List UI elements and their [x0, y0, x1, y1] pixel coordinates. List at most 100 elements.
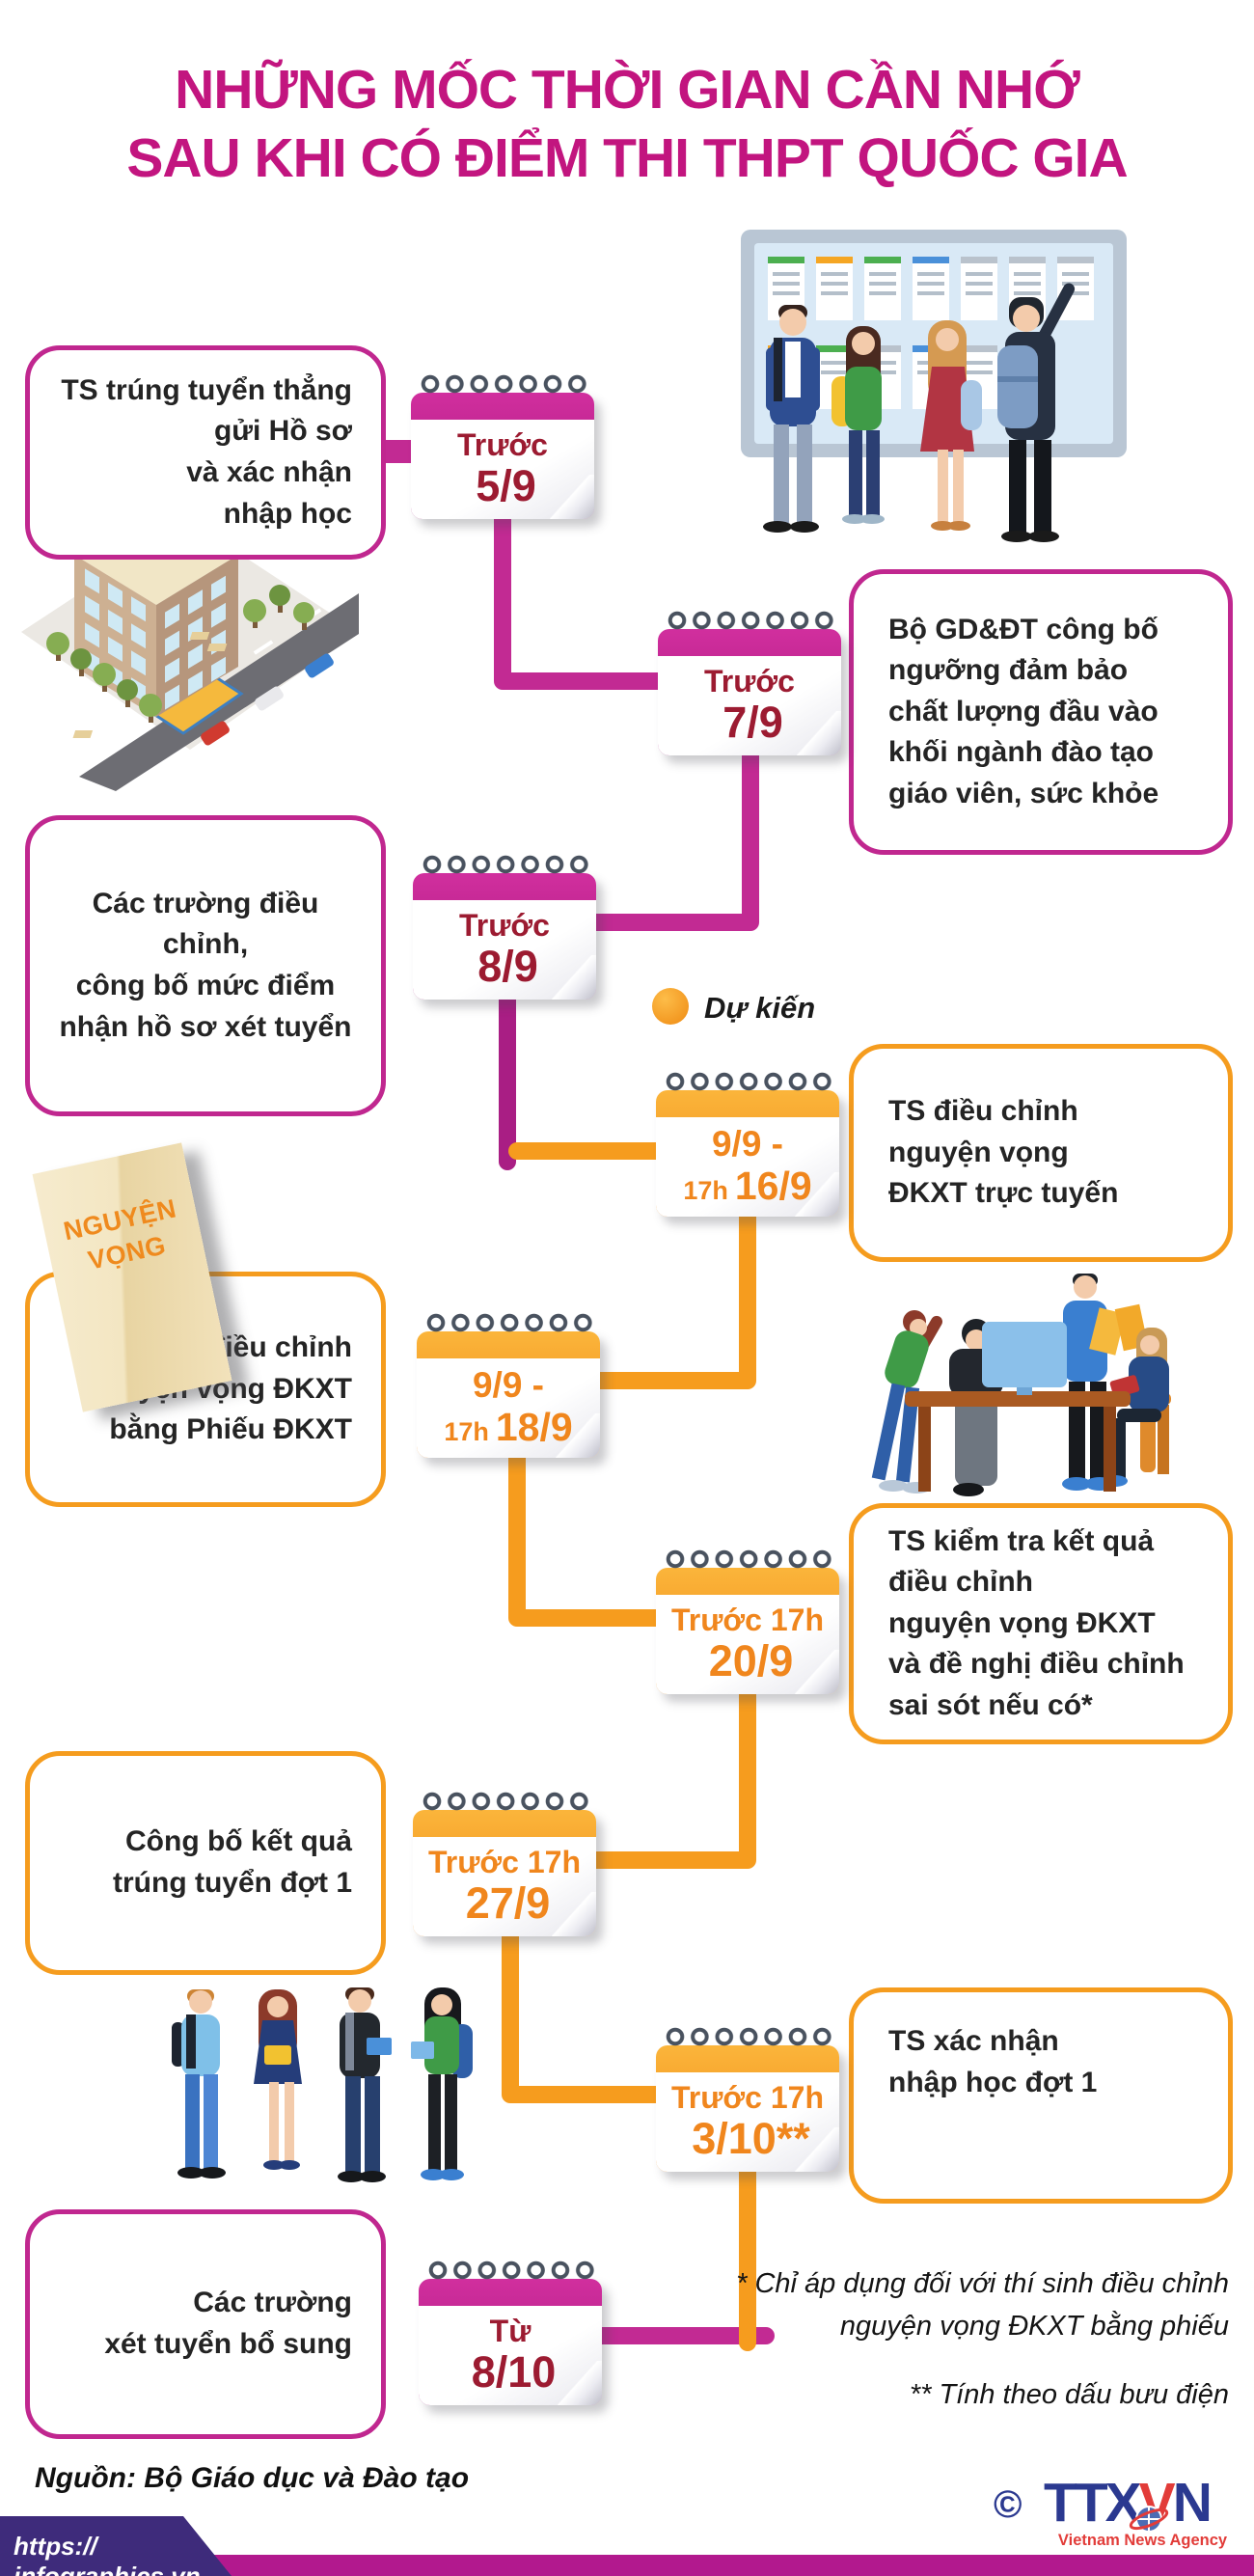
calendar-page	[656, 1117, 839, 1217]
desc-line: khối ngành đào tạo	[888, 736, 1154, 769]
desc-line: Các trường	[193, 2287, 352, 2319]
footnotes: * Chỉ áp dụng đối với thí sinh điều chỉn…	[602, 2263, 1229, 2417]
students-table-illustration	[871, 1274, 1171, 1496]
calendar-prefix: Từ	[489, 2313, 532, 2348]
desc-line: công bố mức điểm	[75, 970, 336, 1001]
connector-cal2-cal3	[576, 730, 759, 931]
calendar-27-9: Trước 17h 27/9	[413, 1791, 596, 1936]
globe-icon	[1129, 2506, 1169, 2533]
desc-line: ĐKXT trực tuyến	[888, 1177, 1119, 1210]
desc-line: TS trúng tuyển thẳng	[61, 373, 352, 406]
footnote-1-line1: * Chỉ áp dụng đối với thí sinh điều chỉn…	[736, 2268, 1229, 2299]
desc-line: TS điều chỉnh	[888, 1095, 1078, 1128]
spiral-rings-icon	[664, 1548, 835, 1572]
spiral-rings-icon	[426, 2260, 598, 2283]
desc-line: và đề nghị điều chỉnh	[888, 1648, 1185, 1681]
calendar-8-9: Trước 8/9	[413, 854, 596, 1000]
desc-line: Công bố kết quả	[125, 1825, 352, 1858]
calendar-page	[656, 1595, 839, 1694]
milestone-box-3-10: TS xác nhận nhập học đợt 1	[849, 1987, 1233, 2204]
desc-line: TS kiểm tra kết quả	[888, 1524, 1155, 1557]
milestone-box-27-9: Công bố kết quả trúng tuyển đợt 1	[25, 1751, 386, 1975]
calendar-prefix: 9/9 -	[472, 1365, 545, 1406]
page-title-line2: SAU KHI CÓ ĐIỂM THI THPT QUỐC GIA	[126, 127, 1128, 190]
calendar-prefix: Trước	[704, 663, 795, 699]
calendar-page	[419, 2306, 602, 2405]
spiral-rings-icon	[424, 1312, 596, 1335]
connector-cal5-cal6	[508, 1432, 684, 1627]
milestone-box-8-9: Các trường điều chỉnh, công bố mức điểm …	[25, 815, 386, 1116]
spiral-rings-icon	[421, 854, 592, 877]
desc-line: Các trường điều chỉnh,	[92, 887, 319, 961]
calendar-date: 8/9	[477, 942, 538, 992]
calendar-date: 27/9	[465, 1878, 551, 1929]
desc-line: giáo viên, sức khỏe	[888, 777, 1159, 809]
calendar-date: 7/9	[722, 698, 783, 748]
desc-line: chất lượng đầu vào	[888, 695, 1159, 727]
connector-cal4-cal5	[578, 1191, 756, 1389]
milestone-box-8-10: Các trường xét tuyển bổ sung	[25, 2209, 386, 2439]
spiral-rings-icon	[666, 610, 837, 633]
spiral-rings-icon	[419, 373, 590, 397]
connector-cal1-cal2	[494, 489, 684, 690]
footer-bar	[0, 2555, 1254, 2576]
connector-cal7-cal8	[502, 1909, 684, 2103]
calendar-prefix: Trước	[459, 907, 550, 943]
calendar-date: 8/10	[471, 2347, 557, 2398]
copyright-icon: ©	[994, 2483, 1022, 2526]
calendar-prefix: Trước 17h	[671, 2079, 824, 2115]
desc-line: nhận hồ sơ xét tuyển	[59, 1010, 352, 1043]
desc-line: và xác nhận	[186, 456, 352, 488]
desc-line: nhập học	[223, 497, 352, 530]
desc-line: gửi Hồ sơ	[213, 415, 352, 448]
desc-line: TS xác nhận	[888, 2025, 1059, 2057]
desc-line: trúng tuyển đợt 1	[113, 1867, 352, 1899]
desc-line: điều chỉnh	[888, 1566, 1033, 1599]
calendar-5-9: Trước 5/9	[411, 373, 594, 519]
ttxvn-logo-text: TTXVN	[1044, 2472, 1213, 2534]
calendar-date: 18/9	[495, 1404, 573, 1449]
footnote-1-line2: nguyện vọng ĐKXT bằng phiếu	[839, 2310, 1229, 2342]
desc-line: Bộ GD&ĐT công bố	[888, 613, 1159, 645]
milestone-box-20-9: TS kiểm tra kết quả điều chỉnh nguyện vọ…	[849, 1503, 1233, 1744]
benches	[72, 632, 228, 738]
calendar-8-10: Từ 8/10	[419, 2260, 602, 2405]
ttxvn-logo: © TTXVN Vietnam News Agency	[994, 2476, 1244, 2557]
footnote-2: ** Tính theo dấu bưu điện	[909, 2379, 1229, 2410]
desc-line: xét tuyển bổ sung	[104, 2328, 352, 2360]
desc-line: ngưỡng đảm bảo	[888, 654, 1129, 687]
calendar-page	[413, 1837, 596, 1936]
page-title: NHỮNG MỐC THỜI GIAN CẦN NHỚ SAU KHI CÓ Đ…	[0, 56, 1254, 194]
desc-line: nguyện vọng ĐKXT	[888, 1606, 1156, 1639]
desc-line: bằng Phiếu ĐKXT	[109, 1413, 352, 1446]
source-credit: Nguồn: Bộ Giáo dục và Đào tạo	[35, 2462, 470, 2494]
spiral-rings-icon	[421, 1791, 592, 1814]
page-title-line1: NHỮNG MỐC THỜI GIAN CẦN NHỚ	[175, 59, 1080, 121]
spiral-rings-icon	[664, 2026, 835, 2049]
spiral-rings-icon	[664, 1071, 835, 1094]
calendar-page	[411, 420, 594, 519]
trees	[46, 585, 314, 723]
calendar-prefix: Trước 17h	[671, 1602, 824, 1637]
calendar-20-9: Trước 17h 20/9	[656, 1548, 839, 1694]
milestone-box-16-9: TS điều chỉnh nguyện vọng ĐKXT trực tuyế…	[849, 1044, 1233, 1262]
desc-line: sai sót nếu có*	[888, 1688, 1093, 1721]
ttxvn-logo-subtitle: Vietnam News Agency	[1057, 2532, 1228, 2549]
calendar-page	[413, 900, 596, 1000]
calendar-page	[658, 656, 841, 755]
students-group-illustration	[172, 1987, 473, 2182]
legend-dot-icon	[652, 988, 689, 1025]
calendar-date: 3/10**	[692, 2114, 810, 2164]
legend-label: Dự kiến	[704, 991, 816, 1025]
calendar-date: 20/9	[708, 1636, 794, 1686]
milestone-box-5-9: TS trúng tuyển thẳng gửi Hồ sơ và xác nh…	[25, 345, 386, 560]
calendar-page	[417, 1358, 600, 1458]
calendar-time: 17h	[683, 1175, 728, 1205]
milestone-box-7-9: Bộ GD&ĐT công bố ngưỡng đảm bảo chất lượ…	[849, 569, 1233, 855]
connector-cal6-cal7	[576, 1668, 756, 1869]
calendar-prefix: Trước	[457, 426, 548, 462]
